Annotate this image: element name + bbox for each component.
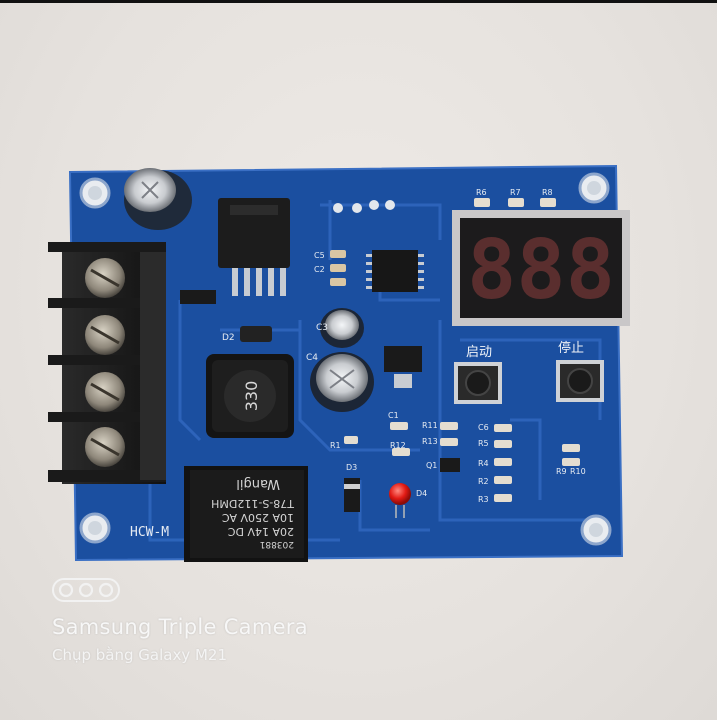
relay-model: T78-S-112DMH [211, 497, 295, 510]
relay-rating-ac: 10A 250V AC [222, 511, 294, 524]
image-top-border [0, 0, 717, 3]
screw-terminal-block [48, 242, 166, 484]
svg-text:R5: R5 [478, 439, 489, 448]
svg-text:R10: R10 [570, 467, 586, 476]
stop-button-label: 停止 [558, 340, 584, 356]
smd-regulator [384, 346, 422, 388]
svg-text:R13: R13 [422, 437, 438, 446]
power-inductor: 330 [206, 354, 294, 438]
inductor-marking: 330 [242, 381, 261, 412]
smd-component [180, 290, 216, 304]
voltage-regulator [218, 198, 290, 296]
svg-text:D3: D3 [346, 463, 357, 472]
capacitor-c3: C3 [316, 308, 364, 348]
svg-text:D4: D4 [416, 489, 427, 498]
start-button-label: 启动 [466, 345, 492, 360]
board-model-label: HCW-M [130, 525, 169, 540]
svg-text:Q1: Q1 [426, 461, 437, 470]
capacitor-top [124, 168, 192, 230]
display-digits: 888 [467, 223, 615, 318]
red-led-d4 [389, 483, 411, 518]
ref-designators: R11 R13 C6 R5 R4 R2 R3 R9 R10 R12 C1 Q1 … [330, 411, 586, 504]
mounting-holes [79, 172, 612, 546]
capacitor-c4: C4 [306, 352, 374, 412]
svg-text:R3: R3 [478, 495, 489, 504]
svg-text:R2: R2 [478, 477, 489, 486]
diode-d2: D2 [222, 326, 272, 343]
led-display: 888 R6 R7 R8 [452, 188, 630, 326]
watermark-title: Samsung Triple Camera [52, 615, 308, 639]
start-button [454, 362, 502, 404]
smd-resistors [344, 422, 580, 502]
svg-text:R4: R4 [478, 459, 489, 468]
svg-text:C2: C2 [314, 265, 325, 274]
svg-text:C4: C4 [306, 353, 318, 363]
relay: 203881 20A 14V DC 10A 250V AC T78-S-112D… [184, 466, 308, 562]
svg-text:R6: R6 [476, 188, 487, 197]
svg-text:C1: C1 [388, 411, 399, 420]
stop-button [556, 360, 604, 402]
diode-d3 [344, 478, 360, 512]
svg-text:C3: C3 [316, 323, 328, 333]
svg-text:C6: C6 [478, 423, 489, 432]
svg-text:R9: R9 [556, 467, 567, 476]
watermark-subtitle: Chụp bằng Galaxy M21 [52, 646, 228, 664]
svg-text:D2: D2 [222, 333, 235, 343]
transistor-q1 [440, 458, 460, 472]
svg-text:C5: C5 [314, 251, 325, 260]
svg-text:R7: R7 [510, 188, 521, 197]
smd-capacitors: C5 C2 [314, 250, 346, 286]
microcontroller-ic [366, 250, 424, 292]
relay-code: 203881 [260, 539, 294, 549]
svg-text:R1: R1 [330, 441, 341, 450]
svg-text:R12: R12 [390, 441, 406, 450]
relay-rating-dc: 20A 14V DC [227, 525, 294, 538]
svg-text:R8: R8 [542, 188, 553, 197]
triple-camera-icon [52, 578, 120, 602]
relay-brand: Wangil [236, 476, 280, 491]
svg-text:R11: R11 [422, 421, 438, 430]
